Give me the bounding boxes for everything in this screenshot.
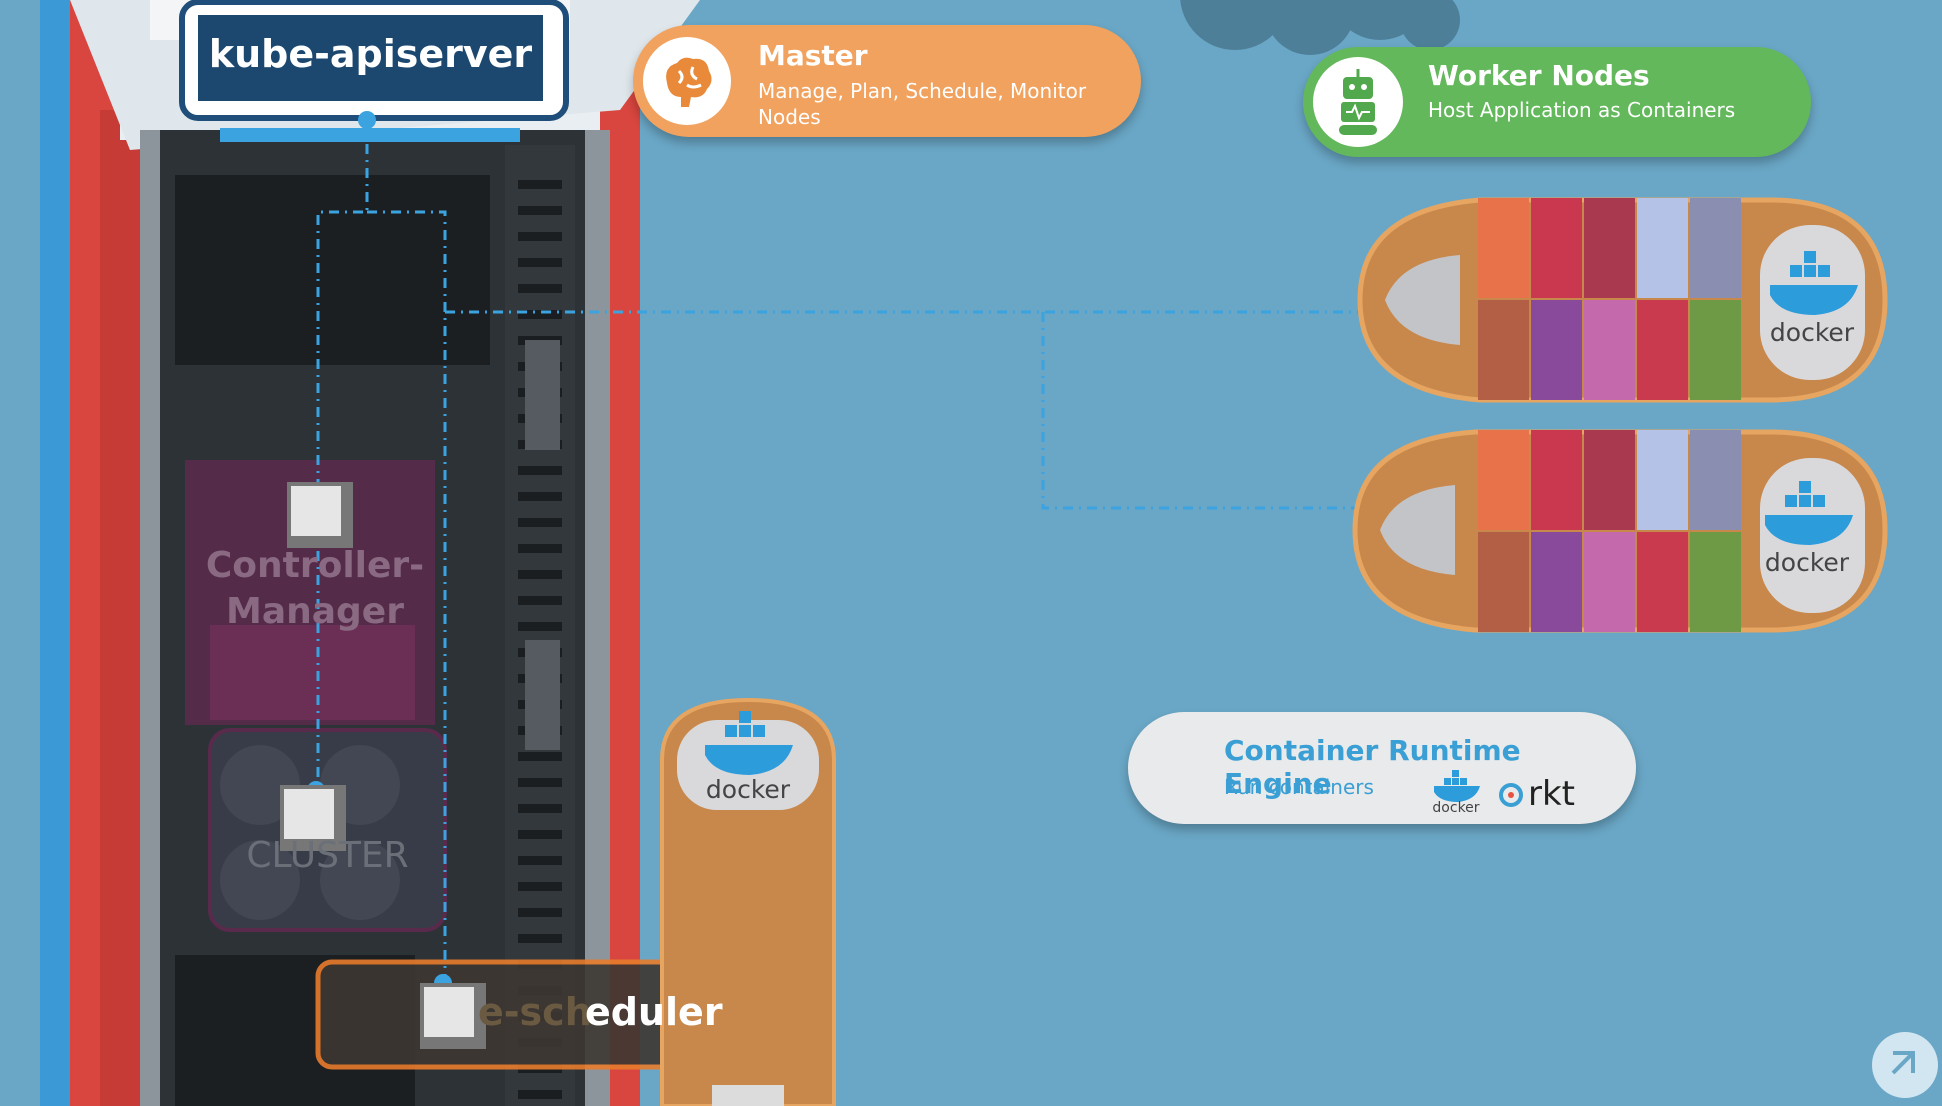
container-box xyxy=(1478,430,1529,530)
container-box xyxy=(1531,532,1582,632)
docker-logo: docker xyxy=(1426,770,1486,818)
kube-apiserver-label: kube-apiserver xyxy=(208,32,533,76)
container-box xyxy=(1690,198,1741,298)
container-box xyxy=(1637,430,1688,530)
container-box xyxy=(1531,430,1582,530)
container-box xyxy=(1637,198,1688,298)
container-box xyxy=(1584,532,1635,632)
rail-tie xyxy=(518,622,562,631)
docker-whale-icon xyxy=(1770,251,1858,315)
rail-tie xyxy=(518,310,562,319)
container-box xyxy=(1690,430,1741,530)
rail-tie xyxy=(518,908,562,917)
rail-tie xyxy=(518,830,562,839)
rail-tie xyxy=(518,856,562,865)
docker-logo-text: docker xyxy=(1769,318,1855,347)
etcd-cluster-label: CLUSTER xyxy=(246,835,409,876)
container-box xyxy=(1531,300,1582,400)
rail-tie xyxy=(518,258,562,267)
container-box xyxy=(1584,198,1635,298)
rail-tie xyxy=(518,180,562,189)
container-box xyxy=(1584,300,1635,400)
container-box xyxy=(1637,300,1688,400)
rail-tie xyxy=(518,934,562,943)
rail-tie xyxy=(518,492,562,501)
rail-tie xyxy=(518,752,562,761)
container-box xyxy=(1584,430,1635,530)
rail-tie xyxy=(518,466,562,475)
container-runtime-pill: Container Runtime Engine Run containers … xyxy=(1128,712,1636,824)
rail-tie xyxy=(518,778,562,787)
worker-nodes-pill: Worker Nodes Host Application as Contain… xyxy=(1303,47,1811,157)
runtime-ship xyxy=(660,697,836,1106)
worker-nodes-subtitle: Host Application as Containers xyxy=(1428,98,1736,122)
connection-lines xyxy=(316,120,1360,985)
rail-tie xyxy=(518,544,562,553)
rkt-logo-icon xyxy=(1498,782,1524,808)
rkt-logo-text: rkt xyxy=(1528,774,1575,814)
container-box xyxy=(1690,300,1741,400)
rail-tie xyxy=(518,284,562,293)
docker-logo-text: docker xyxy=(1764,548,1850,577)
docker-logo-text: docker xyxy=(705,775,791,804)
rail-tie xyxy=(518,1090,562,1099)
apiserver-port-dot xyxy=(358,111,376,129)
runtime-subtitle: Run containers xyxy=(1224,775,1374,799)
brain-icon xyxy=(643,37,731,125)
rail-tie xyxy=(518,206,562,215)
smoke-cloud xyxy=(1180,0,1460,55)
container-box xyxy=(1531,198,1582,298)
master-title: Master xyxy=(758,39,868,72)
rail-tie xyxy=(518,232,562,241)
controller-manager-label: Controller- Manager xyxy=(205,545,425,632)
master-pill: Master Manage, Plan, Schedule, Monitor N… xyxy=(633,25,1141,137)
rail-tie xyxy=(518,596,562,605)
container-box xyxy=(1478,532,1529,632)
docker-logo-text: docker xyxy=(1432,800,1480,816)
scheduler-faded-label: e-sch xyxy=(478,990,592,1034)
container-box xyxy=(1690,532,1741,632)
container-box xyxy=(1637,532,1688,632)
kube-apiserver-box xyxy=(179,0,569,142)
scheduler-label: eduler xyxy=(585,990,723,1034)
next-arrow-icon[interactable] xyxy=(1872,1032,1938,1098)
worker-nodes-title: Worker Nodes xyxy=(1428,59,1650,92)
rail-tie xyxy=(518,518,562,527)
container-box xyxy=(1478,300,1529,400)
docker-whale-icon xyxy=(1765,481,1853,545)
master-subtitle: Manage, Plan, Schedule, Monitor Nodes xyxy=(758,79,1087,129)
rail-tie xyxy=(518,570,562,579)
docker-whale-icon xyxy=(705,711,793,775)
runtime-title: Container Runtime Engine xyxy=(1224,734,1521,800)
robot-icon xyxy=(1313,57,1403,147)
rail-tie xyxy=(518,882,562,891)
rail-tie xyxy=(518,804,562,813)
container-box xyxy=(1478,198,1529,298)
worker-ship-1 xyxy=(1357,197,1888,403)
